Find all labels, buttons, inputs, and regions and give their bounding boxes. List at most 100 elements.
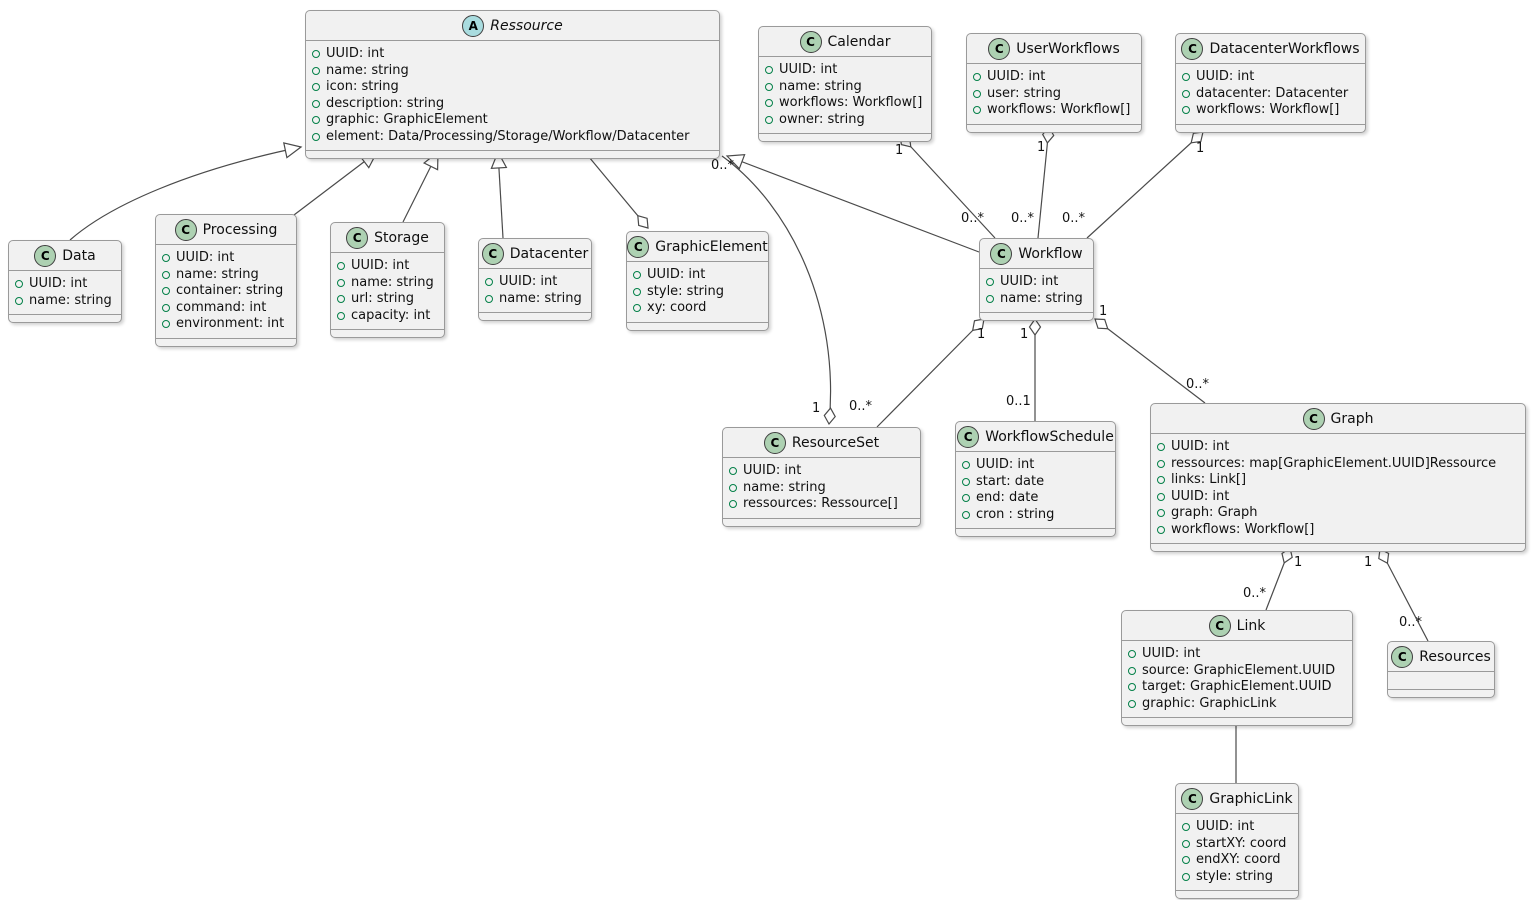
class-icon: C: [988, 38, 1011, 60]
attribute-text: UUID: int: [176, 250, 235, 265]
attribute: UUID: int: [633, 267, 760, 284]
class-title-bar: C Resources: [1388, 642, 1494, 672]
field-visibility-icon: [337, 295, 345, 304]
attribute: target: GraphicElement.UUID: [1128, 679, 1344, 696]
class-icon: C: [1391, 646, 1414, 668]
class-icon: C: [34, 245, 57, 267]
class-icon: C: [346, 227, 369, 249]
field-visibility-icon: [973, 73, 981, 82]
attribute-text: workflows: Workflow[]: [1196, 102, 1340, 117]
attribute: name: string: [485, 291, 583, 308]
attribute: startXY: coord: [1182, 836, 1290, 853]
multiplicity-graph-aggregates-resources-far: 0..*: [1399, 615, 1423, 630]
edge-workflow-extends-ressource: [726, 155, 980, 253]
attribute-text: UUID: int: [1171, 488, 1230, 504]
field-visibility-icon: [485, 278, 493, 287]
attribute-text: UUID: int: [987, 69, 1046, 84]
field-visibility-icon: [162, 287, 170, 296]
attribute-text: graph: Graph: [1171, 505, 1258, 520]
class-name: DatacenterWorkflows: [1209, 41, 1360, 57]
field-visibility-icon: [765, 66, 773, 75]
class-icon: C: [1181, 38, 1204, 60]
multiplicity-workflow-aggregates-graph-far: 0..*: [1186, 377, 1210, 392]
class-name: Data: [62, 248, 96, 264]
multiplicity-calendar-aggregates-workflow-far: 0..*: [961, 211, 985, 226]
class-name: Processing: [202, 222, 278, 238]
field-visibility-icon: [485, 294, 493, 303]
attribute: endXY: coord: [1182, 852, 1290, 869]
field-visibility-icon: [729, 467, 737, 476]
field-visibility-icon: [962, 510, 970, 519]
attribute-text: UUID: int: [647, 267, 706, 282]
field-visibility-icon: [765, 115, 773, 124]
attribute-text: name: string: [29, 292, 112, 308]
attribute-text: workflows: Workflow[]: [1171, 521, 1315, 537]
class-icon: C: [627, 236, 650, 258]
field-visibility-icon: [162, 303, 170, 312]
field-visibility-icon: [729, 500, 737, 509]
multiplicity-workflow-aggregates-resourceset-far: 0..*: [849, 399, 873, 414]
methods-compartment: [967, 125, 1141, 132]
attribute: source: GraphicElement.UUID: [1128, 663, 1344, 680]
class-icon: C: [1302, 408, 1325, 430]
attribute-text: end: date: [976, 490, 1039, 505]
field-visibility-icon: [1157, 509, 1165, 518]
aggregation-diamond-icon-datacenterworkflows-aggregates-workflow: [1190, 131, 1204, 144]
field-visibility-icon: [1157, 476, 1165, 485]
attribute-text: capacity: int: [351, 307, 431, 323]
multiplicity-resourceset-aggregates-ressource-near: 1: [812, 401, 821, 416]
attribute: start: date: [962, 474, 1107, 491]
multiplicity-datacenterworkflows-aggregates-workflow-near: 1: [1196, 141, 1205, 156]
class-Resources: C Resources: [1387, 641, 1495, 698]
attribute-text: workflows: Workflow[]: [987, 102, 1131, 117]
methods-compartment: [331, 330, 444, 337]
attribute: owner: string: [765, 112, 923, 129]
field-visibility-icon: [15, 296, 23, 305]
attribute-text: datacenter: Datacenter: [1196, 85, 1349, 101]
attribute-text: UUID: int: [29, 276, 88, 291]
attribute: xy: coord: [633, 300, 760, 317]
attribute: element: Data/Processing/Storage/Workflo…: [312, 129, 711, 146]
methods-compartment: [759, 134, 931, 141]
attribute-text: owner: string: [779, 111, 865, 127]
methods-compartment: [9, 315, 121, 322]
attribute-text: url: string: [351, 291, 415, 306]
attribute: UUID: int: [986, 274, 1085, 291]
attribute-text: name: string: [351, 274, 434, 290]
field-visibility-icon: [729, 483, 737, 492]
aggregation-diamond-icon-workflow-aggregates-resourceset: [971, 318, 985, 332]
attribute: UUID: int: [962, 457, 1107, 474]
field-visibility-icon: [1157, 443, 1165, 452]
class-name: Ressource: [490, 18, 563, 34]
class-name: Resources: [1419, 649, 1491, 665]
edge-workflow-aggregates-graph: [1094, 318, 1206, 404]
attribute-text: name: string: [1000, 290, 1083, 306]
attribute-text: graphic: GraphicLink: [1142, 695, 1277, 711]
field-visibility-icon: [312, 50, 320, 59]
methods-compartment: [723, 519, 920, 526]
attribute: name: string: [162, 267, 288, 284]
attribute: style: string: [1182, 869, 1290, 886]
aggregation-diamond-icon-graphicelement-aggregates-ressource: [637, 214, 649, 229]
attribute: graphic: GraphicLink: [1128, 696, 1344, 713]
field-visibility-icon: [765, 99, 773, 108]
attribute: UUID: int: [162, 250, 288, 267]
field-visibility-icon: [312, 99, 320, 108]
field-visibility-icon: [973, 89, 981, 98]
attribute: UUID: int: [1157, 439, 1517, 456]
